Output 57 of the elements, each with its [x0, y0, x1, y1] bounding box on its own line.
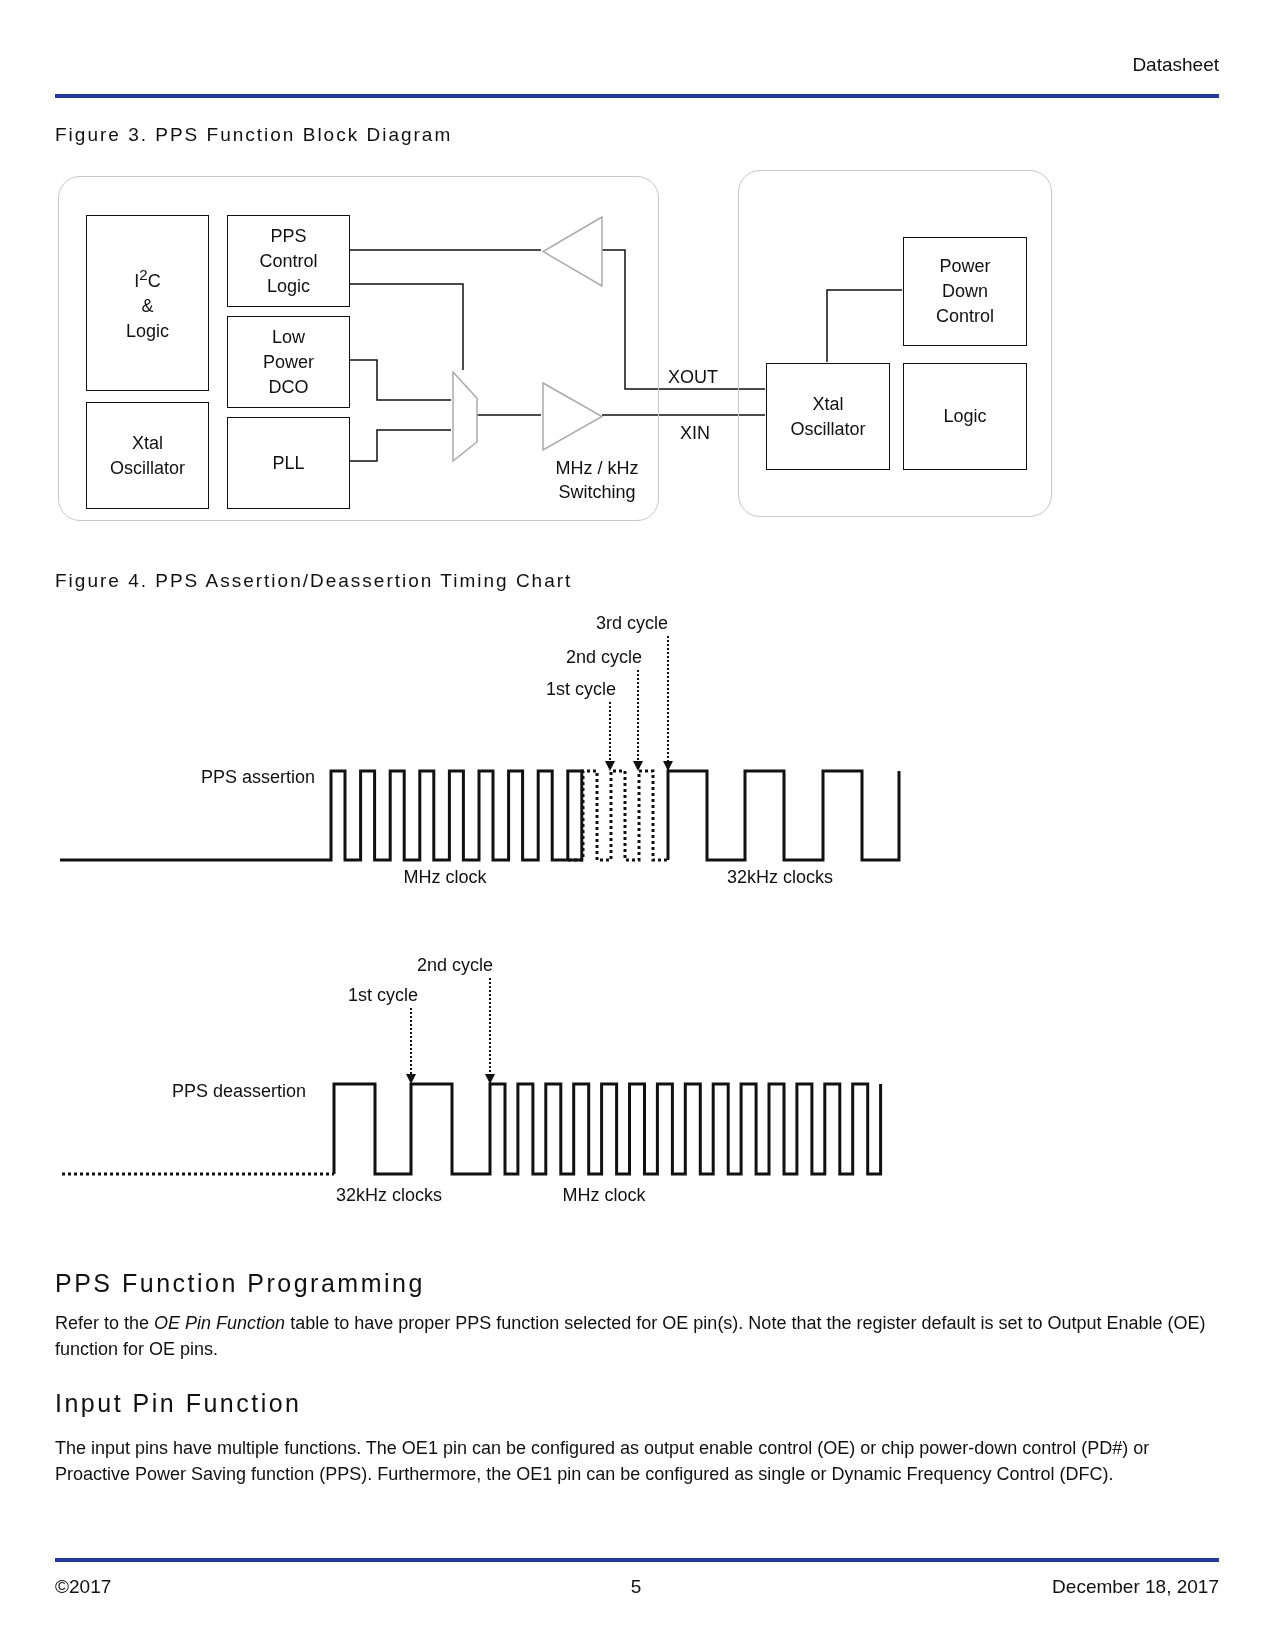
leader-arrow	[485, 977, 495, 1084]
signal-label: MHz clock	[562, 1184, 646, 1206]
block-caption: MHz / kHz Switching	[554, 457, 640, 504]
edge-label: XIN	[680, 422, 710, 444]
block-label: Logic	[943, 405, 987, 428]
block-label: PLL	[272, 451, 305, 475]
leader-arrow	[633, 669, 643, 771]
cycle-label: 2nd cycle	[566, 646, 642, 670]
footer-text: ©2017	[55, 1576, 112, 1598]
signal-label: PPS assertion	[200, 766, 316, 788]
signal-label: MHz clock	[403, 866, 487, 888]
signal-line	[601, 414, 766, 416]
block-box	[227, 316, 350, 408]
cycle-label: 2nd cycle	[417, 954, 493, 978]
leader-arrow	[406, 1007, 416, 1084]
block-box	[227, 215, 350, 307]
figure-caption: Figure 3. PPS Function Block Diagram	[55, 124, 453, 146]
buffer-triangle	[542, 216, 603, 287]
body-paragraph: The input pins have multiple functions. The OE1 pin can be configured as output enable control (OE) or chip power-down control (PD#) or Proactive Power Saving function (PPS). Furthermore, the OE1 pin can be configured as single or Dynamic Frequency Control (DFC).	[55, 1437, 1151, 1486]
block-box	[903, 237, 1027, 346]
block-label: Xtal Oscillator	[110, 431, 185, 480]
block-box	[766, 363, 890, 470]
signal-line	[348, 429, 452, 462]
leader-arrow	[605, 701, 615, 771]
block-label: PPS Control Logic	[259, 224, 318, 298]
header-text: Datasheet	[1132, 54, 1219, 76]
signal-line	[826, 289, 903, 363]
block-box	[227, 417, 350, 509]
section-heading: Input Pin Function	[55, 1388, 302, 1418]
signal-line	[601, 249, 766, 390]
cycle-label: 3rd cycle	[596, 612, 668, 636]
signal-label: PPS deassertion	[171, 1080, 307, 1102]
leader-arrow	[663, 635, 673, 771]
waveform-drawing	[60, 769, 901, 862]
waveform-drawing	[62, 1082, 883, 1176]
signal-label: 32kHz clocks	[727, 866, 833, 888]
signal-line	[348, 359, 452, 401]
figure-caption: Figure 4. PPS Assertion/Deassertion Timing Chart	[55, 570, 573, 592]
signal-label: 32kHz clocks	[336, 1184, 442, 1206]
page-number: 5	[630, 1576, 642, 1598]
body-paragraph: Refer to the OE Pin Function table to have proper PPS function selected for OE pin(s). Note that the register default is set to Output Enable (OE) function for OE pins.	[55, 1312, 1207, 1361]
signal-line	[348, 283, 464, 371]
multiplexer-shape	[452, 371, 478, 462]
block-label: Xtal Oscillator	[790, 392, 866, 441]
section-heading: PPS Function Programming	[55, 1268, 425, 1298]
block-label: Power Down Control	[936, 255, 994, 328]
buffer-triangle	[542, 382, 603, 451]
block-box	[86, 215, 209, 391]
block-label: I$^{2}$C & Logic	[126, 265, 169, 343]
chip-outline	[58, 176, 659, 521]
footer-text: December 18, 2017	[1052, 1576, 1219, 1598]
block-box	[903, 363, 1027, 470]
chip-outline	[738, 170, 1052, 517]
block-label: Low Power DCO	[263, 325, 314, 399]
block-box	[86, 402, 209, 509]
signal-line	[348, 249, 542, 251]
edge-label: XOUT	[668, 366, 718, 388]
